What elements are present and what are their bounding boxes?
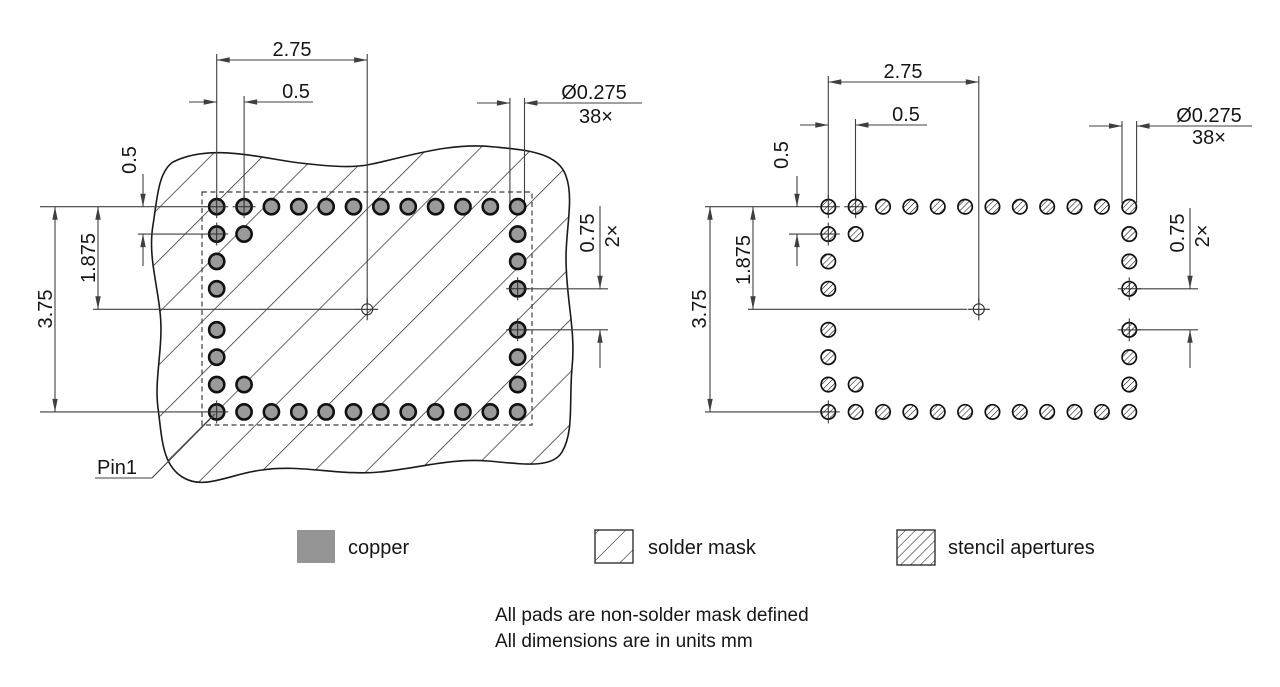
copper-pads — [205, 195, 530, 424]
notes: All pads are non-solder mask defined All… — [495, 605, 809, 652]
stencil-aperture-drawing: 2.75 0.5 Ø0.275 38× 0.5 1.875 3.75 0.75 … — [689, 61, 1252, 424]
legend: copper solder mask stencil apertures — [297, 529, 1095, 566]
dim-center-height-left: 1.875 — [78, 233, 100, 283]
dim-pad-diameter-right: Ø0.275 — [1176, 105, 1242, 127]
note-line-1: All pads are non-solder mask defined — [495, 605, 809, 626]
legend-stencil-label: stencil apertures — [948, 537, 1095, 559]
note-line-2: All dimensions are in units mm — [495, 631, 753, 652]
dim-mid-gap-qty-left: 2× — [602, 225, 624, 248]
legend-copper-label: copper — [348, 537, 409, 559]
stencil-aperture-pads — [816, 195, 1141, 424]
dim-pad-count-left: 38× — [579, 106, 613, 128]
dim-mid-gap-right: 0.75 — [1167, 214, 1189, 253]
dim-row-pitch-right: 0.5 — [771, 141, 793, 169]
stencil-apertures-swatch — [896, 529, 936, 566]
center-mark-left — [356, 298, 379, 321]
pin1-label: Pin1 — [97, 457, 137, 479]
pin1-leader-line — [95, 413, 216, 479]
dimension-lines-left — [40, 54, 642, 413]
dim-total-height-left: 3.75 — [35, 290, 57, 329]
dim-pad-count-right: 38× — [1192, 127, 1226, 149]
dim-row-pitch-left: 0.5 — [119, 146, 141, 174]
center-mark-right — [967, 298, 990, 321]
dim-mid-gap-qty-right: 2× — [1192, 225, 1214, 248]
legend-solder-mask-label: solder mask — [648, 537, 757, 559]
dim-center-offset-left: 2.75 — [273, 39, 312, 61]
dim-pad-pitch-right: 0.5 — [892, 104, 920, 126]
dim-mid-gap-left: 0.75 — [577, 214, 599, 253]
dim-pad-pitch-left: 0.5 — [282, 81, 310, 103]
dimension-lines-right — [705, 76, 1252, 413]
dim-total-height-right: 3.75 — [689, 290, 711, 329]
dim-center-offset-right: 2.75 — [884, 61, 923, 83]
solder-mask-swatch — [594, 529, 634, 564]
copper-solder-mask-drawing: 2.75 0.5 Ø0.275 38× 0.5 1.875 3.75 0.75 … — [35, 39, 642, 484]
dim-pad-diameter-left: Ø0.275 — [561, 82, 627, 104]
board-outline-blob — [150, 145, 574, 484]
dim-center-height-right: 1.875 — [733, 235, 755, 285]
copper-swatch — [297, 530, 335, 563]
